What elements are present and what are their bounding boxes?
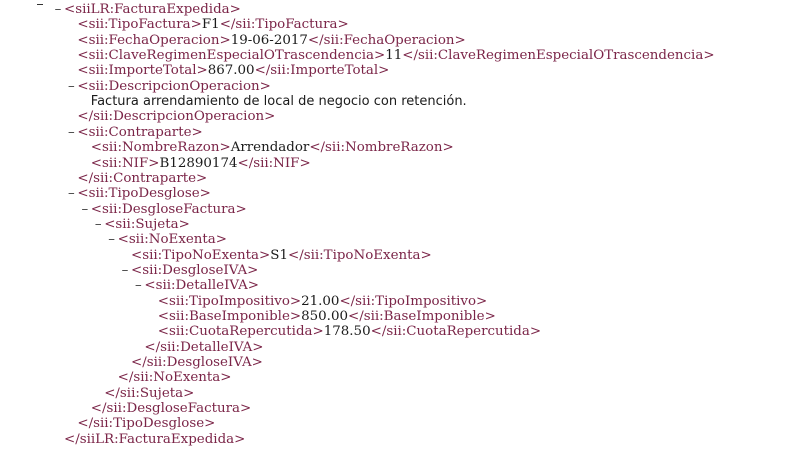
collapse-toggle-icon[interactable]: – bbox=[54, 2, 62, 17]
xml-open-tag: <sii:BaseImponible> bbox=[157, 309, 302, 324]
xml-leaf-line: <sii:ImporteTotal>867.00</sii:ImporteTot… bbox=[65, 63, 389, 79]
xml-open-tag: <sii:DescripcionOperacion> bbox=[77, 78, 271, 94]
xml-value: 178.50 bbox=[323, 324, 371, 340]
xml-node-line[interactable]: –<sii:TipoDesglose> bbox=[65, 186, 211, 202]
xml-text-content: Factura arrendamiento de local de negoci… bbox=[90, 94, 467, 110]
xml-close-tag: </sii:TipoDesglose> bbox=[77, 416, 216, 432]
xml-open-tag: <sii:TipoNoExenta> bbox=[131, 247, 271, 263]
xml-open-tag: <sii:TipoDesglose> bbox=[77, 186, 211, 202]
xml-close-tag: </sii:ImporteTotal> bbox=[254, 63, 390, 79]
xml-node-line[interactable]: –<sii:DescripcionOperacion> bbox=[65, 78, 271, 95]
xml-open-tag: <sii:NIF> bbox=[90, 155, 160, 171]
xml-node-line[interactable]: –<siiLR:FacturaExpedida> bbox=[52, 2, 241, 18]
xml-leaf-line: <sii:NIF>B12890174</sii:NIF> bbox=[79, 156, 311, 172]
collapse-toggle-icon[interactable]: – bbox=[68, 78, 75, 94]
xml-open-tag: <sii:NombreRazon> bbox=[90, 140, 231, 156]
xml-close-line: </sii:NoExenta> bbox=[106, 370, 232, 386]
xml-close-tag: </sii:NoExenta> bbox=[117, 370, 232, 386]
xml-value: S1 bbox=[270, 247, 288, 263]
xml-close-tag: </sii:TipoFactura> bbox=[219, 17, 349, 33]
xml-close-line: </sii:DescripcionOperacion> bbox=[65, 109, 275, 125]
xml-open-tag: <sii:CuotaRepercutida> bbox=[157, 324, 324, 340]
xml-close-line: </sii:DetalleIVA> bbox=[132, 340, 263, 356]
xml-node-line[interactable]: –<sii:DesgloseIVA> bbox=[119, 262, 259, 279]
xml-close-tag: </sii:CuotaRepercutida> bbox=[370, 324, 542, 340]
xml-open-tag: <sii:ImporteTotal> bbox=[77, 63, 208, 79]
xml-value: 867.00 bbox=[207, 63, 255, 79]
xml-close-tag: </sii:DesgloseIVA> bbox=[131, 355, 263, 371]
xml-value: Arrendador bbox=[230, 140, 310, 156]
xml-close-line: </sii:DesgloseFactura> bbox=[79, 401, 251, 417]
xml-close-tag: </sii:Sujeta> bbox=[104, 385, 195, 401]
xml-close-line: </sii:Contraparte> bbox=[65, 171, 207, 187]
xml-open-tag: <sii:Contraparte> bbox=[77, 124, 203, 140]
xml-node-line[interactable]: –<sii:DetalleIVA> bbox=[132, 278, 259, 294]
xml-leaf-line: <sii:TipoNoExenta>S1</sii:TipoNoExenta> bbox=[119, 248, 432, 264]
xml-node-line[interactable]: –<sii:Sujeta> bbox=[92, 217, 190, 233]
xml-open-tag: <sii:TipoImpositivo> bbox=[157, 293, 302, 309]
xml-open-tag: <sii:DetalleIVA> bbox=[144, 278, 260, 294]
xml-close-line: </sii:Sujeta> bbox=[92, 386, 194, 402]
xml-close-tag: </sii:NIF> bbox=[237, 155, 311, 171]
xml-close-tag: </sii:DetalleIVA> bbox=[144, 339, 264, 355]
xml-close-tag: </sii:NombreRazon> bbox=[309, 140, 454, 156]
xml-close-line: </siiLR:FacturaExpedida> bbox=[52, 432, 245, 448]
xml-leaf-line: <sii:FechaOperacion>19-06-2017</sii:Fech… bbox=[65, 33, 465, 49]
xml-value: B12890174 bbox=[159, 155, 238, 171]
xml-text-line: Factura arrendamiento de local de negoci… bbox=[79, 94, 467, 110]
collapse-toggle-icon[interactable]: – bbox=[68, 124, 75, 140]
xml-value: F1 bbox=[201, 17, 220, 33]
xml-close-tag: </sii:Contraparte> bbox=[77, 170, 208, 186]
xml-open-tag: <siiLR:FacturaExpedida> bbox=[64, 2, 241, 17]
collapse-toggle-icon[interactable]: – bbox=[81, 201, 89, 217]
xml-open-tag: <sii:ClaveRegimenEspecialOTrascendencia> bbox=[77, 48, 386, 64]
xml-close-tag: </sii:DesgloseFactura> bbox=[90, 401, 252, 417]
xml-value: 11 bbox=[385, 48, 403, 64]
xml-node-line[interactable]: –<sii:DesgloseFactura> bbox=[79, 201, 247, 218]
collapse-toggle-icon[interactable]: – bbox=[121, 262, 129, 278]
xml-close-tag: </sii:TipoNoExenta> bbox=[287, 247, 432, 263]
xml-close-tag: </sii:DescripcionOperacion> bbox=[77, 109, 276, 125]
xml-leaf-line: <sii:NombreRazon>Arrendador</sii:NombreR… bbox=[79, 140, 454, 156]
xml-leaf-line: <sii:BaseImponible>850.00</sii:BaseImpon… bbox=[146, 309, 496, 325]
xml-close-tag: </sii:TipoImpositivo> bbox=[339, 293, 488, 309]
xml-leaf-line: <sii:TipoFactura>F1</sii:TipoFactura> bbox=[65, 17, 348, 33]
xml-close-line: </sii:TipoDesglose> bbox=[65, 416, 215, 432]
xml-open-tag: <sii:TipoFactura> bbox=[77, 17, 202, 33]
collapse-toggle-icon[interactable]: – bbox=[135, 278, 142, 294]
xml-value: 21.00 bbox=[301, 293, 340, 309]
xml-open-tag: <sii:DesgloseFactura> bbox=[90, 201, 247, 217]
xml-value: 19-06-2017 bbox=[230, 32, 308, 48]
xml-close-tag: </siiLR:FacturaExpedida> bbox=[64, 431, 246, 447]
xml-close-tag: </sii:ClaveRegimenEspecialOTrascendencia… bbox=[402, 48, 715, 64]
collapse-toggle-icon[interactable]: – bbox=[94, 216, 102, 232]
xml-value: 850.00 bbox=[301, 309, 348, 324]
collapse-toggle-icon[interactable]: – bbox=[68, 186, 75, 202]
xml-open-tag: <sii:Sujeta> bbox=[104, 216, 190, 232]
parent-connector-fragment bbox=[37, 0, 43, 5]
xml-leaf-line: <sii:TipoImpositivo>21.00</sii:TipoImpos… bbox=[146, 294, 487, 310]
xml-leaf-line: <sii:CuotaRepercutida>178.50</sii:CuotaR… bbox=[146, 324, 541, 340]
xml-open-tag: <sii:NoExenta> bbox=[117, 232, 228, 248]
xml-leaf-line: <sii:ClaveRegimenEspecialOTrascendencia>… bbox=[65, 48, 714, 64]
collapse-toggle-icon[interactable]: – bbox=[108, 232, 115, 248]
xml-node-line[interactable]: –<sii:NoExenta> bbox=[106, 232, 227, 248]
xml-open-tag: <sii:FechaOperacion> bbox=[77, 32, 231, 48]
xml-close-line: </sii:DesgloseIVA> bbox=[119, 355, 263, 371]
xml-close-tag: </sii:BaseImponible> bbox=[347, 309, 496, 324]
xml-close-tag: </sii:FechaOperacion> bbox=[307, 32, 466, 48]
xml-node-line[interactable]: –<sii:Contraparte> bbox=[65, 124, 203, 141]
xml-open-tag: <sii:DesgloseIVA> bbox=[131, 262, 259, 278]
